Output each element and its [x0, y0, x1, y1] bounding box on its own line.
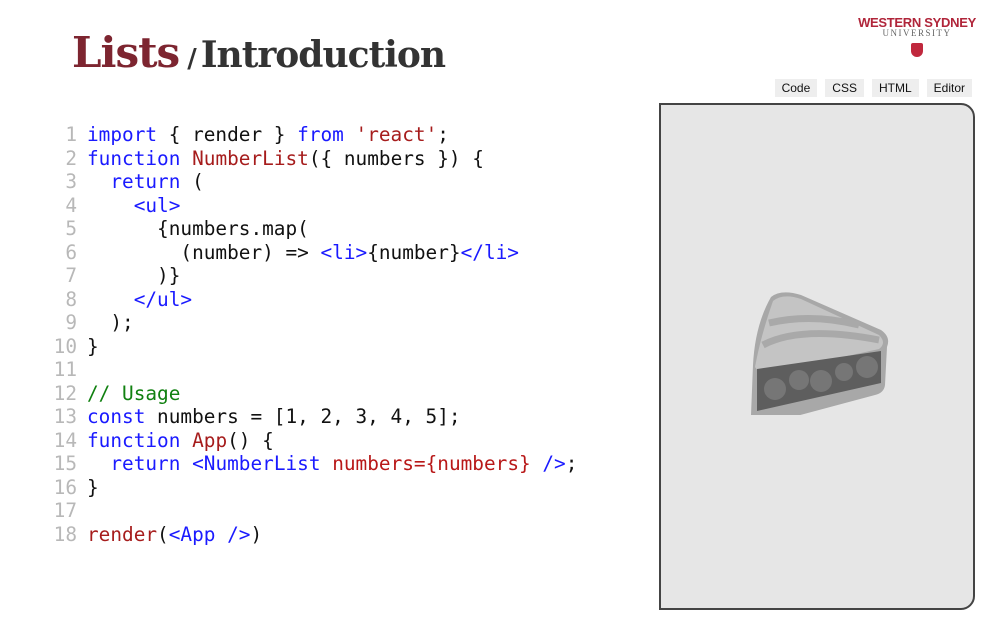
code-listing: 1 import { render } from 'react'; 2 functio…	[50, 123, 578, 547]
code-line: 13 const numbers = [1, 2, 3, 4, 5];	[50, 405, 577, 429]
line-number: 16	[53, 475, 77, 499]
code-line: 2 function NumberList({ numbers }) {	[50, 147, 577, 171]
code-token: </ul>	[133, 287, 193, 311]
code-line: 9 );	[50, 311, 577, 335]
code-token: <li>	[320, 240, 368, 264]
code-token: { render }	[157, 123, 298, 146]
code-token: return	[110, 170, 181, 193]
code-token: {numbers}	[425, 452, 531, 475]
code-token: <NumberList	[192, 452, 321, 475]
code-token: from	[297, 123, 344, 146]
code-line: 16}	[50, 476, 577, 500]
code-token: (	[180, 170, 204, 193]
code-token	[321, 452, 333, 476]
code-token	[180, 429, 192, 453]
code-line: 14 function App() {	[50, 429, 577, 453]
code-token: numbers=	[332, 452, 426, 475]
line-number: 2	[65, 146, 77, 170]
code-token: <App />	[168, 522, 251, 546]
code-token: </li>	[460, 240, 519, 264]
code-token: const	[87, 405, 146, 428]
line-number: 6	[65, 240, 77, 264]
code-token: App	[192, 428, 228, 452]
line-number: 7	[65, 264, 77, 287]
code-token: render	[87, 522, 158, 546]
tab-html[interactable]: HTML	[871, 79, 919, 97]
code-line: 11	[50, 358, 577, 382]
code-line: 4 <ul>	[50, 194, 577, 218]
code-token: <ul>	[133, 193, 181, 217]
line-number: 5	[65, 217, 77, 240]
code-token: }	[87, 334, 99, 358]
code-token: 'react'	[355, 123, 438, 146]
line-number: 4	[65, 193, 77, 217]
shield-icon	[911, 43, 923, 57]
code-line: 17	[50, 499, 577, 523]
line-number: 1	[65, 123, 77, 146]
code-token: numbers = [1, 2, 3, 4, 5];	[145, 405, 461, 428]
tab-code[interactable]: Code	[774, 79, 818, 97]
code-token: return	[110, 452, 181, 475]
logo-line1: WESTERN SYDNEY	[858, 15, 976, 30]
code-token: // Usage	[87, 381, 181, 405]
code-token: NumberList	[192, 146, 309, 170]
code-line: 1 import { render } from 'react';	[50, 123, 577, 147]
code-token: (	[157, 522, 169, 546]
code-token: () {	[227, 428, 274, 452]
line-number: 14	[53, 428, 77, 452]
code-token	[87, 194, 134, 218]
code-token	[87, 452, 110, 476]
line-number: 13	[53, 405, 77, 428]
title-separator: /	[187, 44, 197, 74]
line-number: 18	[53, 522, 77, 546]
title-sub: Introduction	[200, 34, 446, 76]
preview-panel	[659, 103, 975, 610]
line-number: 11	[53, 358, 77, 381]
code-token: {number}	[367, 240, 461, 264]
line-number: 9	[65, 311, 77, 334]
code-line: 18 render(<App />)	[50, 523, 577, 547]
code-line: 7 )}	[50, 264, 577, 288]
code-token: ;	[437, 123, 449, 146]
code-token: );	[87, 311, 134, 334]
line-number: 12	[53, 381, 77, 405]
view-tabs: Code CSS HTML Editor	[774, 79, 972, 97]
code-token: )	[250, 522, 263, 546]
code-line: 6 (number) => <li>{number}</li>	[50, 241, 577, 265]
code-line: 12 // Usage	[50, 382, 577, 406]
code-token: import	[87, 123, 158, 146]
university-logo: WESTERN SYDNEY UNIVERSITY	[852, 15, 982, 57]
code-token: function	[87, 428, 181, 452]
code-token: function	[87, 146, 181, 170]
code-token	[344, 123, 356, 147]
code-token: />	[530, 452, 566, 475]
code-line: 3 return (	[50, 170, 577, 194]
code-token: ({ numbers }) {	[308, 146, 484, 170]
page-title: Lists/Introduction	[72, 28, 446, 77]
code-line: 8 </ul>	[50, 288, 577, 312]
tab-editor[interactable]: Editor	[926, 79, 972, 97]
code-token	[87, 170, 110, 194]
line-number: 3	[65, 170, 77, 193]
code-token	[180, 452, 192, 476]
line-number: 15	[53, 452, 77, 475]
tab-css[interactable]: CSS	[825, 79, 864, 97]
code-token: }	[87, 475, 99, 499]
line-number: 10	[53, 334, 77, 358]
code-token	[180, 147, 192, 171]
line-number: 17	[53, 499, 77, 522]
pie-slice-icon	[751, 292, 889, 415]
code-token: )}	[87, 264, 181, 287]
title-main: Lists	[72, 28, 180, 77]
logo-line2: UNIVERSITY	[882, 28, 952, 38]
code-line: 15 return <NumberList numbers={numbers} …	[50, 452, 578, 476]
code-line: 10}	[50, 335, 577, 359]
code-token: {numbers.map(	[87, 217, 309, 240]
code-token: ;	[565, 452, 578, 475]
code-token: (number) =>	[87, 240, 321, 264]
line-number: 8	[65, 287, 77, 311]
code-token	[87, 288, 134, 312]
code-line: 5 {numbers.map(	[50, 217, 577, 241]
